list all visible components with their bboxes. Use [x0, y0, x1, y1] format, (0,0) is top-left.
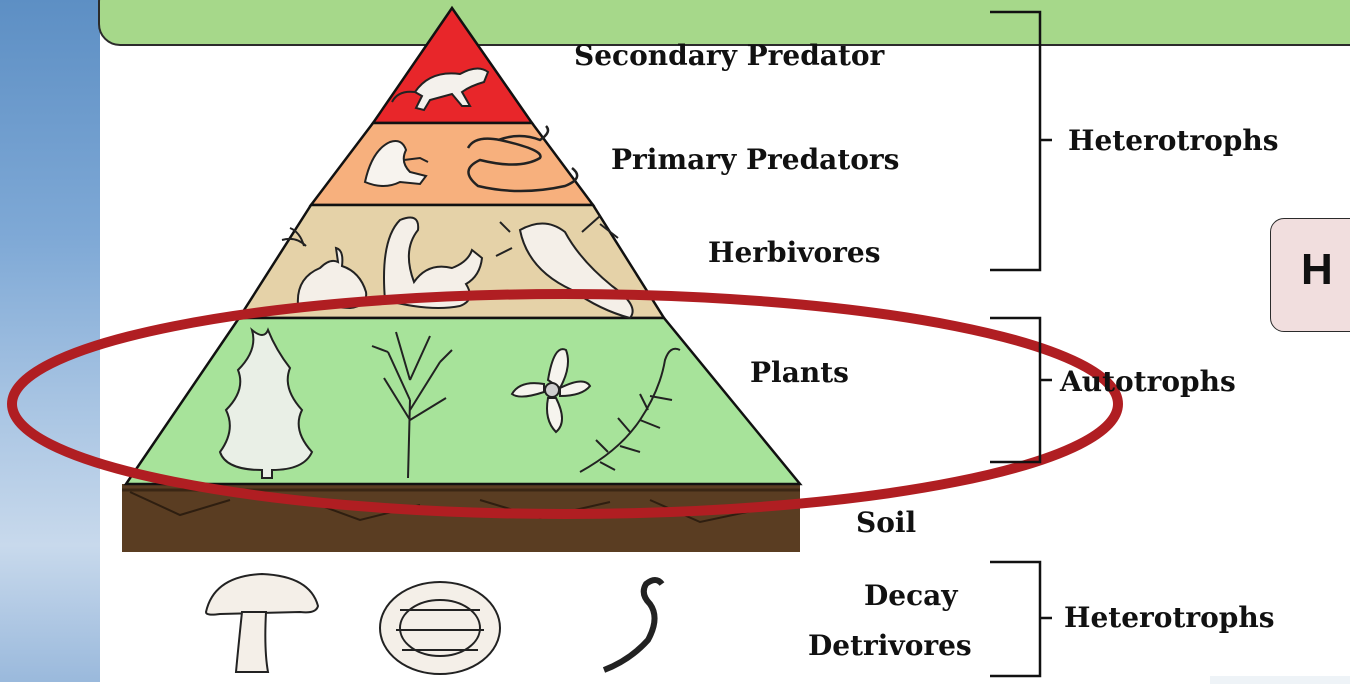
label-plants: Plants	[750, 357, 849, 389]
label-decay: Decay	[864, 580, 958, 612]
label-heterotrophs-top: Heterotrophs	[1068, 125, 1279, 157]
label-herbivores: Herbivores	[708, 237, 881, 269]
millipede-icon	[380, 582, 500, 674]
tier-secondary-predator	[373, 8, 532, 123]
mushroom-icon	[206, 574, 318, 672]
heterotrophs-bracket-bottom	[990, 562, 1052, 676]
label-secondary-predator: Secondary Predator	[574, 40, 884, 72]
callout-text: H	[1301, 245, 1333, 295]
label-autotrophs: Autotrophs	[1060, 366, 1236, 398]
label-detrivores: Detrivores	[808, 630, 972, 662]
heterotrophs-bracket-top	[990, 12, 1052, 270]
callout-box: H	[1270, 218, 1350, 332]
label-heterotrophs-bottom: Heterotrophs	[1064, 602, 1275, 634]
label-soil: Soil	[856, 507, 916, 539]
footer-strip	[1210, 676, 1350, 684]
label-primary-predators: Primary Predators	[611, 144, 899, 176]
earthworm-icon	[604, 580, 662, 670]
tier-primary-predators	[311, 123, 593, 205]
